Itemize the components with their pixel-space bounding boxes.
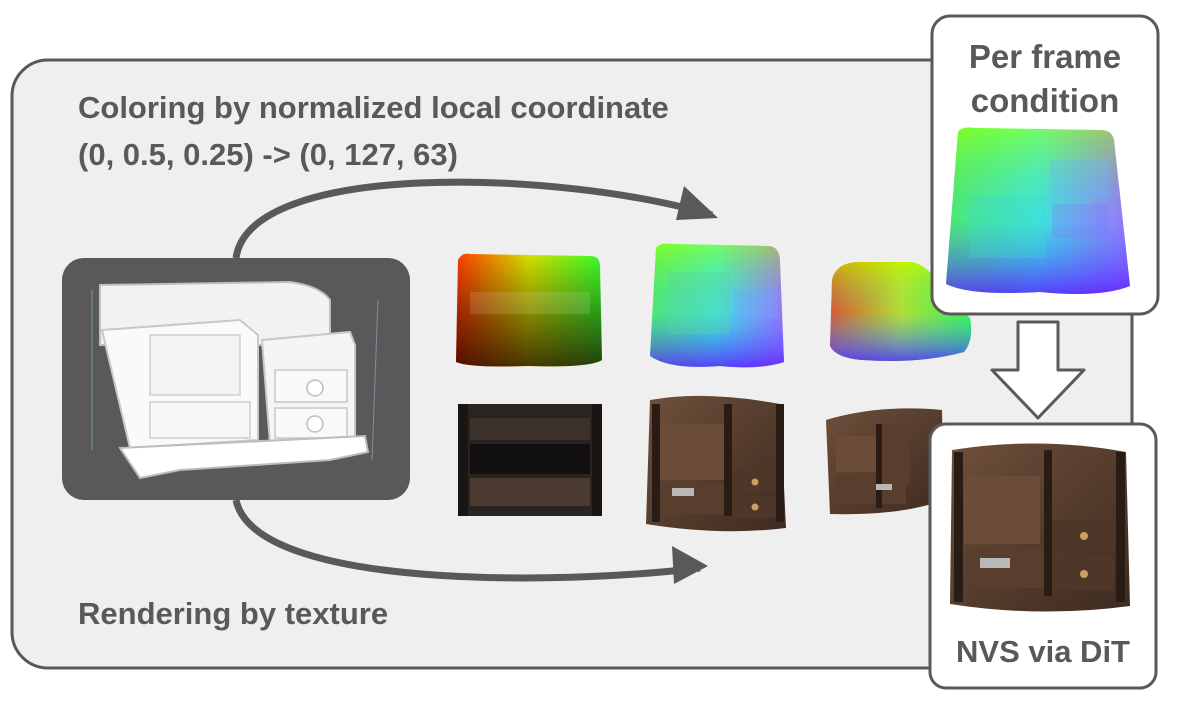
coloring-arrowhead (676, 186, 718, 220)
coloring-arrow (232, 178, 713, 259)
condition-box: Per frame condition (930, 14, 1160, 316)
output-box: NVS via DiT (928, 422, 1158, 690)
rendering-arrowhead (672, 546, 708, 584)
textured-render-icon (458, 395, 944, 532)
coloring-caption-line1: Coloring by normalized local coordinate (78, 90, 669, 125)
down-arrow-icon (990, 320, 1086, 420)
output-label: NVS via DiT (956, 634, 1130, 669)
condition-title-line2: condition (971, 82, 1119, 119)
coloring-caption-line2: (0, 0.5, 0.25) -> (0, 127, 63) (78, 137, 458, 172)
mesh-furniture-icon (62, 258, 410, 500)
rendering-arrow (232, 499, 701, 582)
rendering-caption: Rendering by texture (78, 596, 388, 631)
condition-title-line1: Per frame (969, 38, 1121, 75)
coordinate-map-icon (456, 243, 972, 368)
